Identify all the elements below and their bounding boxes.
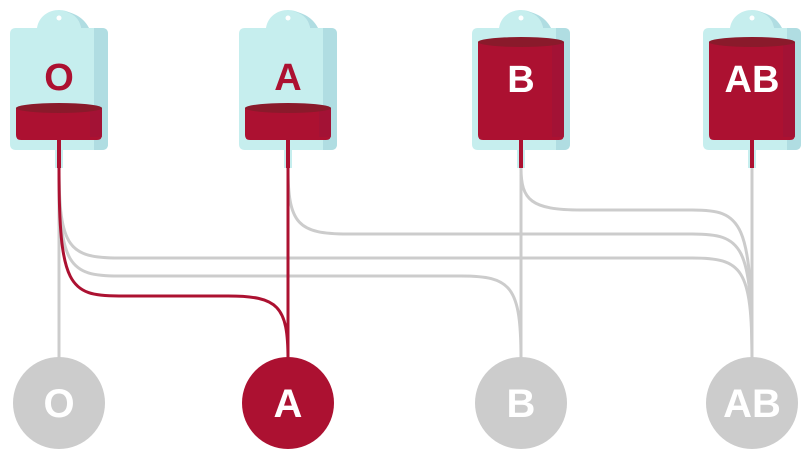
bag-top-shade xyxy=(63,11,89,28)
blood-surface xyxy=(245,103,331,113)
connections-highlighted xyxy=(57,166,290,361)
recipient-o: O xyxy=(13,357,105,449)
donor-label: AB xyxy=(725,59,780,101)
blood-side-shade xyxy=(90,108,102,137)
connection-o-to-ab xyxy=(57,166,754,361)
hanger-hole xyxy=(285,15,291,21)
recipient-a: A xyxy=(242,357,334,449)
recipient-b: B xyxy=(475,357,567,449)
blood-side-shade xyxy=(552,42,564,137)
hanger-hole xyxy=(518,15,524,21)
blood-fill xyxy=(16,108,102,140)
bag-top-shade xyxy=(525,11,551,28)
blood-surface xyxy=(709,37,795,47)
hanger-hole xyxy=(56,15,62,21)
connection-b-to-ab xyxy=(519,166,754,361)
recipient-circle xyxy=(475,357,567,449)
donor-label: O xyxy=(44,57,74,99)
blood-fill xyxy=(245,108,331,140)
blood-fill xyxy=(709,42,795,140)
blood-surface xyxy=(16,103,102,113)
recipient-label: A xyxy=(274,382,303,426)
tube xyxy=(519,140,523,168)
connections-inactive xyxy=(57,166,754,361)
recipient-circle xyxy=(13,357,105,449)
connection-o-to-a xyxy=(57,166,290,361)
donor-bag-o: O xyxy=(10,10,108,168)
donor-label: B xyxy=(507,59,534,101)
recipient-label: O xyxy=(43,382,74,426)
tube xyxy=(57,140,61,168)
tube xyxy=(286,140,290,168)
bag-top-shade xyxy=(756,11,782,28)
connection-o-to-b xyxy=(57,166,523,361)
bag-top-shade xyxy=(292,11,318,28)
donor-bag-b: B xyxy=(472,10,570,168)
tube xyxy=(750,140,754,168)
donor-bag-a: A xyxy=(239,10,337,168)
recipient-ab: AB xyxy=(706,357,798,449)
donor-bag-ab: AB xyxy=(703,10,801,168)
blood-side-shade xyxy=(319,108,331,137)
hanger-hole xyxy=(749,15,755,21)
recipient-circle xyxy=(706,357,798,449)
blood-fill xyxy=(478,42,564,140)
blood-surface xyxy=(478,37,564,47)
recipient-label: AB xyxy=(723,382,781,426)
donor-label: A xyxy=(274,57,301,99)
recipient-label: B xyxy=(507,382,536,426)
blood-side-shade xyxy=(783,42,795,137)
recipient-circle xyxy=(242,357,334,449)
